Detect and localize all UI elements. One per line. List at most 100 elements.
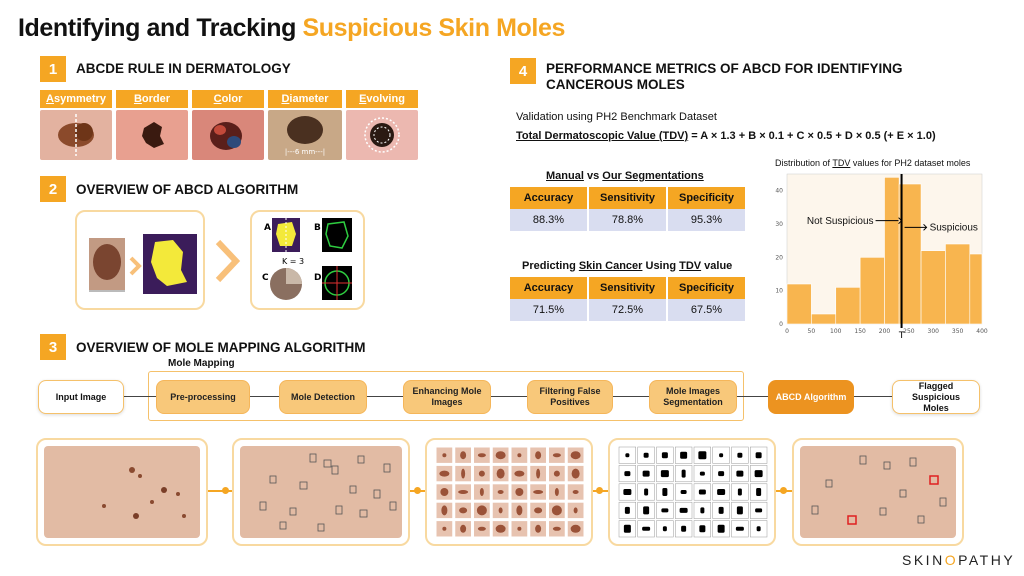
border-mole-image <box>116 110 188 160</box>
svg-text:|---6 mm---|: |---6 mm---| <box>285 148 325 156</box>
enhanced-mole-spot <box>554 488 559 496</box>
flow-segmentation: Mole Images Segmentation <box>649 380 737 414</box>
flow-preprocessing: Pre-processing <box>156 380 250 414</box>
segmentation-mask <box>680 490 687 494</box>
chart-y-tick-label: 0 <box>779 321 783 328</box>
enhanced-mole-spot <box>570 451 581 460</box>
enhanced-mole-spot <box>476 505 487 516</box>
segmentation-mask <box>755 452 762 459</box>
segmentation-mask <box>756 526 761 532</box>
table1-header: Sensitivity <box>589 187 666 209</box>
segmentation-mask <box>661 508 669 513</box>
enhanced-mole-spot <box>552 526 561 531</box>
chart-bar <box>811 313 837 325</box>
segmentation-mask <box>680 451 688 459</box>
chart-x-tick-label: 100 <box>830 328 842 335</box>
chart-bar <box>835 287 861 325</box>
connector-dot-2 <box>414 487 421 494</box>
enhanced-mole-spot <box>479 488 484 496</box>
segmentation-mask <box>642 470 650 477</box>
chart-arrow-left-head <box>898 217 903 225</box>
chart-arrow-right-head <box>923 223 928 231</box>
abcd-output-panel: A B K = 3 C D <box>250 210 365 310</box>
section-4-heading-line-1: PERFORMANCE METRICS OF ABCD FOR IDENTIFY… <box>546 61 903 76</box>
chart-bar <box>969 253 983 325</box>
section-2-number: 2 <box>40 176 66 202</box>
segmentation-mask <box>737 452 743 458</box>
chart-x-tick-label: 300 <box>928 328 940 335</box>
skin-flagged-image <box>800 446 956 538</box>
chart-annotation-not-suspicious: Not Suspicious <box>807 216 874 227</box>
chart-bar <box>884 177 900 325</box>
enhanced-mole-spot <box>497 490 504 494</box>
table1-header: Accuracy <box>510 187 587 209</box>
enhanced-mole-spot <box>573 507 578 514</box>
table1-value-row: 88.3% 78.8% 95.3% <box>510 209 745 231</box>
segmentation-mask <box>717 524 725 533</box>
segmentation-mask <box>625 453 630 458</box>
enhanced-mole-spot <box>461 468 466 479</box>
table1-caption: Manual vs Our Segmentations <box>546 170 704 182</box>
flow-mole-detection: Mole Detection <box>279 380 367 414</box>
chart-bar <box>945 243 971 325</box>
top-bar <box>0 0 1024 4</box>
table2-cell: 67.5% <box>668 299 745 321</box>
pipeline-detection-panel <box>232 438 410 546</box>
segmentation-mask <box>679 507 688 513</box>
segmentation-mask <box>642 526 651 531</box>
table2-header: Sensitivity <box>589 277 666 299</box>
chart-annotation-suspicious: Suspicious <box>930 223 978 234</box>
page-title: Identifying and Tracking Suspicious Skin… <box>18 14 565 43</box>
svg-text:K = 3: K = 3 <box>282 257 304 266</box>
enhanced-mole-spot <box>477 453 486 458</box>
segmented-mole-grid <box>618 446 768 538</box>
segmentation-mask <box>644 488 649 496</box>
enhanced-mole-spot <box>535 524 542 533</box>
chart-title: Distribution of TDV values for PH2 datas… <box>775 158 971 168</box>
section-4-heading: PERFORMANCE METRICS OF ABCD FOR IDENTIFY… <box>546 61 903 93</box>
chart-x-tick-label: 150 <box>854 328 866 335</box>
svg-text:B: B <box>314 223 321 233</box>
chart-x-tick-label: 250 <box>903 328 915 335</box>
enhanced-mole-spot <box>517 526 522 531</box>
segmentation-mask <box>643 506 650 515</box>
enhanced-mole-spot <box>570 524 581 533</box>
color-mole-image <box>192 110 264 160</box>
segmentation-mask <box>736 506 743 515</box>
title-part-2: Suspicious Skin Moles <box>302 14 565 42</box>
pipeline-flagged-panel <box>792 438 964 546</box>
segmentation-mask <box>717 489 726 495</box>
section-1-heading: ABCDE RULE IN DERMATOLOGY <box>76 61 291 76</box>
enhanced-mole-spot <box>572 490 579 494</box>
flow-input-image: Input Image <box>38 380 124 414</box>
chart-bar <box>920 250 946 325</box>
enhanced-mole-spot <box>498 507 503 514</box>
flow-flagged: Flagged Suspicious Moles <box>892 380 980 414</box>
abcd-input-panel <box>75 210 205 310</box>
tdv-label: Total Dermatoscopic Value (TDV) <box>516 130 689 142</box>
enhanced-mole-spot <box>536 468 541 479</box>
chart-y-tick-label: 20 <box>775 254 783 261</box>
flow-filtering: Filtering False Positives <box>527 380 613 414</box>
segmentation-mask <box>623 524 631 533</box>
table1-header: Specificity <box>668 187 745 209</box>
section-1-number: 1 <box>40 56 66 82</box>
table2-value-row: 71.5% 72.5% 67.5% <box>510 299 745 321</box>
chart-bar <box>859 257 885 325</box>
enhanced-mole-spot <box>459 507 468 514</box>
segmentation-mask <box>662 488 668 496</box>
table2-cell: 71.5% <box>510 299 587 321</box>
enhanced-mole-spot <box>460 524 467 533</box>
segmentation-mask <box>681 525 687 532</box>
enhanced-mole-spot <box>440 488 449 496</box>
enhanced-mole-spot <box>496 468 505 479</box>
title-part-1: Identifying and Tracking <box>18 14 303 42</box>
table2-header-row: Accuracy Sensitivity Specificity <box>510 277 745 299</box>
segmentation-mask <box>699 471 705 476</box>
pipeline-input-panel <box>36 438 208 546</box>
segmentation-mask <box>719 453 724 458</box>
segmentation-mask <box>624 471 631 477</box>
